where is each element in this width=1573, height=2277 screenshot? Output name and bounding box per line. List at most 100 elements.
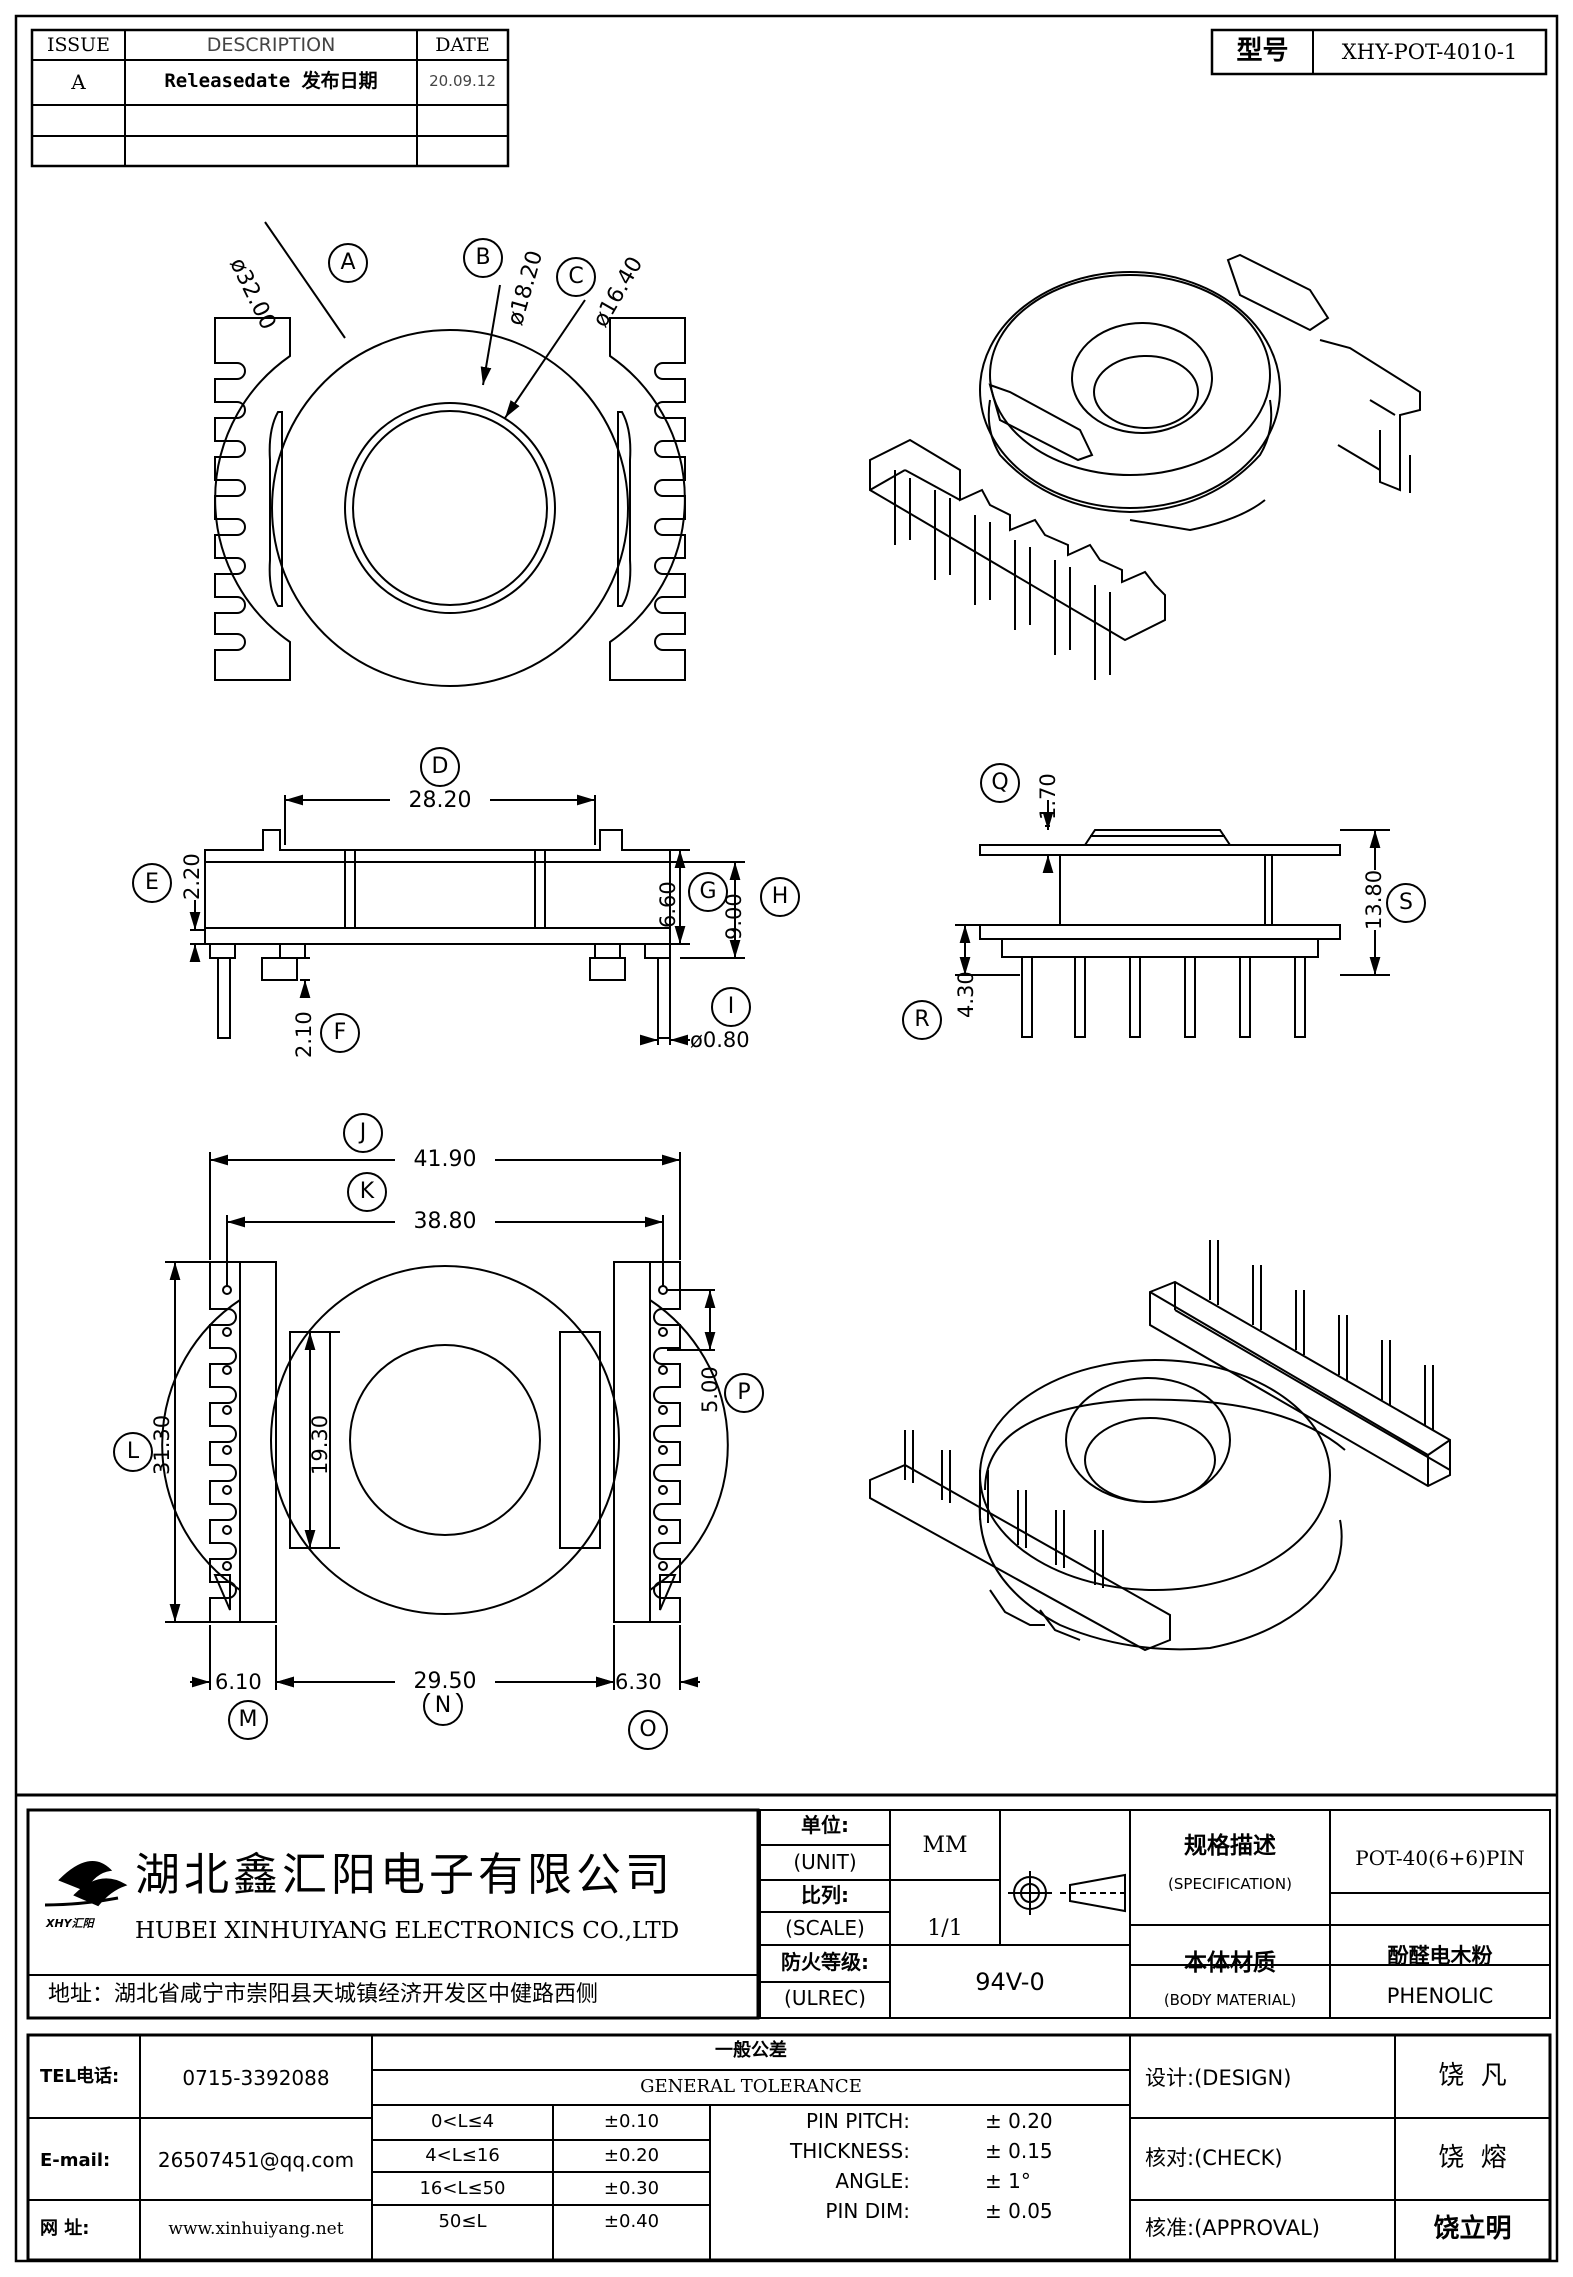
pin-dim-label: PIN DIM: bbox=[825, 2199, 910, 2223]
revision-date: 20.09.12 bbox=[429, 72, 496, 90]
tolerance-value: ±0.40 bbox=[603, 2211, 660, 2232]
side-view bbox=[955, 800, 1390, 1038]
pin-pitch-label: PIN PITCH: bbox=[805, 2109, 910, 2133]
material-label-en: (BODY MATERIAL) bbox=[1163, 1991, 1297, 2009]
approval-name: 饶立明 bbox=[1433, 2214, 1512, 2244]
title-block bbox=[16, 1793, 1557, 2262]
iso-view-bottom bbox=[869, 1240, 1451, 1652]
callout-g: G bbox=[699, 879, 717, 904]
callout-b: B bbox=[475, 245, 491, 270]
tolerance-range: 50≤L bbox=[438, 2211, 487, 2232]
date-header: DATE bbox=[435, 34, 490, 56]
spec-label-cn: 规格描述 bbox=[1184, 1833, 1276, 1859]
callout-e: E bbox=[145, 870, 159, 895]
dim-e-label: 2.20 bbox=[180, 853, 204, 900]
scale-label-cn: 比列: bbox=[801, 1883, 849, 1907]
revision-description: Releasedate 发布日期 bbox=[164, 70, 378, 92]
pin-dim-value: ± 0.05 bbox=[985, 2199, 1053, 2223]
dim-o-label: 6.30 bbox=[615, 1670, 662, 1694]
pin-pitch-value: ± 0.20 bbox=[985, 2109, 1053, 2133]
check-name: 饶 熔 bbox=[1438, 2143, 1507, 2173]
unit-value: MM bbox=[922, 1833, 968, 1858]
callout-p: P bbox=[737, 1380, 751, 1405]
dim-d-label: 28.20 bbox=[390, 790, 490, 812]
dim-m-label: 6.10 bbox=[215, 1670, 262, 1694]
angle-label: ANGLE: bbox=[835, 2169, 910, 2193]
tolerance-value: ±0.10 bbox=[603, 2111, 660, 2132]
callout-h: H bbox=[771, 884, 789, 909]
dim-s-label: 13.80 bbox=[1362, 869, 1386, 930]
check-label: 核对:(CHECK) bbox=[1145, 2146, 1283, 2170]
spec-value: POT-40(6+6)PIN bbox=[1355, 1846, 1525, 1870]
callout-j: J bbox=[359, 1120, 367, 1145]
dim-f-label: 2.10 bbox=[292, 1011, 316, 1058]
thickness-label: THICKNESS: bbox=[790, 2139, 910, 2163]
top-view bbox=[214, 221, 686, 687]
iso-view-top bbox=[869, 253, 1421, 680]
web-value: www.xinhuiyang.net bbox=[168, 2219, 344, 2239]
callout-a: A bbox=[340, 250, 356, 275]
dim-h-label: 9.00 bbox=[722, 893, 746, 940]
callout-c: C bbox=[568, 264, 584, 289]
company-address: 地址：湖北省咸宁市崇阳县天城镇经济开发区中健路西侧 bbox=[48, 1982, 599, 2007]
callout-r: R bbox=[914, 1007, 930, 1032]
material-label-cn: 本体材质 bbox=[1184, 1950, 1276, 1976]
dim-g-label: 6.60 bbox=[656, 881, 680, 928]
tel-value: 0715-3392088 bbox=[182, 2066, 330, 2090]
dim-n-label: 29.50 bbox=[395, 1671, 495, 1693]
company-logo-text: XHY汇阳 bbox=[46, 1917, 94, 1930]
company-name-cn: 湖北鑫汇阳电子有限公司 bbox=[135, 1848, 675, 1901]
model-label: 型号 bbox=[1236, 36, 1289, 66]
tolerance-range: 0<L≤4 bbox=[430, 2111, 495, 2132]
approval-label: 核准:(APPROVAL) bbox=[1145, 2216, 1320, 2240]
fire-label-en: (ULREC) bbox=[784, 1986, 866, 2010]
callout-q: Q bbox=[991, 770, 1009, 795]
model-number: XHY-POT-4010-1 bbox=[1341, 40, 1518, 64]
unit-label-cn: 单位: bbox=[801, 1813, 849, 1837]
tolerance-value: ±0.30 bbox=[603, 2178, 660, 2199]
unit-label-en: (UNIT) bbox=[793, 1850, 857, 1874]
fire-value: 94V-0 bbox=[975, 1968, 1045, 1996]
dim-i-label: ø0.80 bbox=[690, 1028, 750, 1052]
callout-l: L bbox=[126, 1439, 140, 1464]
email-value: 26507451@qq.com bbox=[157, 2148, 355, 2172]
fire-label-cn: 防火等级: bbox=[781, 1950, 869, 1974]
description-header: DESCRIPTION bbox=[206, 34, 336, 56]
tel-label: TEL电话: bbox=[40, 2066, 120, 2087]
company-name-en: HUBEI XINHUIYANG ELECTRONICS CO.,LTD bbox=[135, 1918, 680, 1944]
material-value-en: PHENOLIC bbox=[1386, 1984, 1494, 2008]
web-label: 网 址: bbox=[40, 2218, 90, 2239]
dim-q-label: 1.70 bbox=[1036, 773, 1060, 820]
callout-o: O bbox=[639, 1717, 657, 1742]
callout-d: D bbox=[431, 754, 449, 779]
angle-value: ± 1° bbox=[985, 2169, 1031, 2193]
scale-label-en: (SCALE) bbox=[785, 1916, 865, 1940]
tolerance-range: 16<L≤50 bbox=[419, 2178, 506, 2199]
material-value-cn: 酚醛电木粉 bbox=[1387, 1944, 1493, 1968]
design-name: 饶 凡 bbox=[1438, 2061, 1507, 2091]
tolerance-range: 4<L≤16 bbox=[425, 2145, 500, 2166]
dim-l-label: 31.30 bbox=[150, 1414, 174, 1475]
dim-r-label: 4.30 bbox=[954, 971, 978, 1018]
bottom-view bbox=[161, 1152, 729, 1690]
tolerance-title-en: GENERAL TOLERANCE bbox=[640, 2076, 862, 2097]
dim-p-label: 5.00 bbox=[698, 1366, 722, 1413]
callout-m: M bbox=[238, 1707, 258, 1732]
design-label: 设计:(DESIGN) bbox=[1145, 2066, 1292, 2090]
callout-i: I bbox=[727, 994, 735, 1019]
email-label: E-mail: bbox=[40, 2150, 111, 2171]
callout-s: S bbox=[1399, 890, 1413, 915]
callout-n: N bbox=[434, 1693, 452, 1718]
spec-label-en: (SPECIFICATION) bbox=[1168, 1875, 1292, 1893]
scale-value: 1/1 bbox=[927, 1916, 963, 1941]
issue-header: ISSUE bbox=[46, 34, 111, 56]
dim-j-label: 41.90 bbox=[395, 1149, 495, 1171]
callout-f: F bbox=[333, 1020, 347, 1045]
revision-issue: A bbox=[71, 70, 86, 94]
callout-k: K bbox=[359, 1179, 375, 1204]
dim-l-inner-label: 19.30 bbox=[308, 1414, 332, 1475]
tolerance-value: ±0.20 bbox=[603, 2145, 660, 2166]
thickness-value: ± 0.15 bbox=[985, 2139, 1053, 2163]
